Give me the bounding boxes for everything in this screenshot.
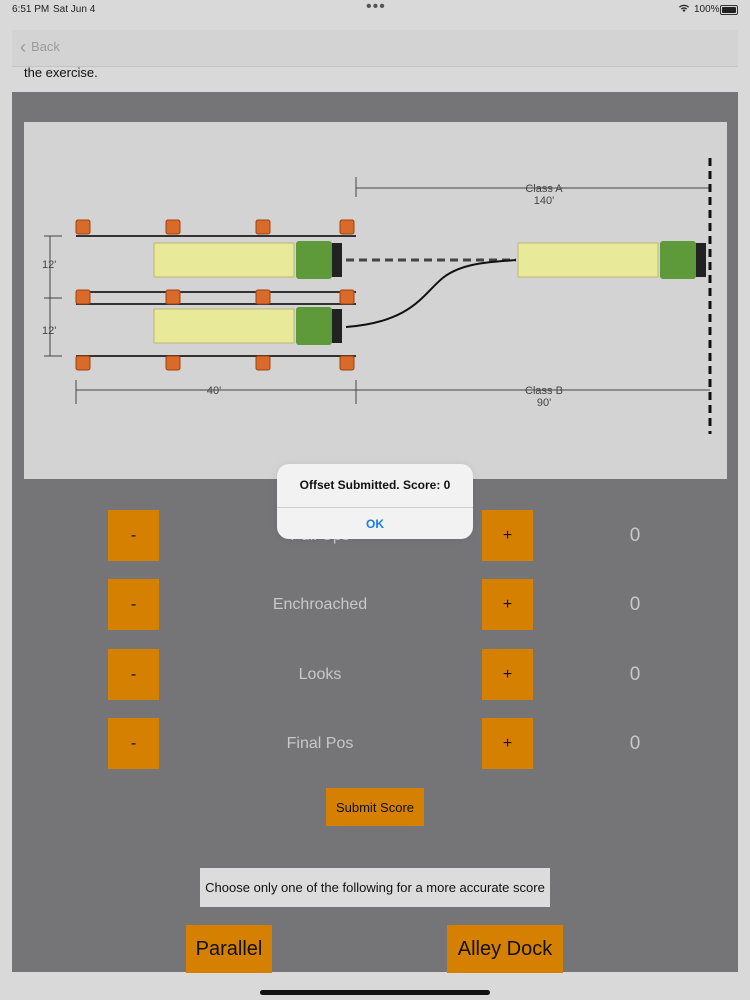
class-a-distance: 140' [534,195,554,207]
lane-width-top-label: 12' [42,259,56,271]
final-pos-label: Final Pos [286,735,354,752]
navigation-bar: ‹ Back [12,30,738,67]
lane-width-bottom-label: 12' [42,325,56,337]
offset-diagram-svg: Class A 140' [42,158,712,434]
chevron-left-icon: ‹ [20,36,26,57]
status-date: Sat Jun 4 [53,4,96,15]
parallel-button[interactable]: Parallel [186,925,272,973]
wifi-icon [678,3,690,16]
pull-ups-minus-button[interactable]: - [108,510,159,561]
battery-percent: 100% [694,4,720,15]
pull-ups-value: 0 [629,525,641,546]
length-label: 40' [207,385,221,397]
looks-label: Looks [298,666,342,683]
status-time: 6:51 PM [12,4,50,15]
submit-score-button[interactable]: Submit Score [326,788,424,826]
class-a-label: Class A [525,183,563,195]
alert-ok-button[interactable]: OK [366,516,384,531]
encroached-plus-button[interactable]: + [482,579,533,630]
encroached-value: 0 [629,594,641,615]
battery-icon [720,5,738,15]
home-indicator[interactable] [260,990,490,995]
intro-text: the exercise. [24,65,98,80]
back-label: Back [31,39,60,54]
alert-divider [277,507,473,508]
class-b-distance: 90' [537,397,551,409]
encroached-minus-button[interactable]: - [108,579,159,630]
looks-plus-button[interactable]: + [482,649,533,700]
final-pos-value: 0 [629,733,641,754]
pull-ups-plus-button[interactable]: + [482,510,533,561]
back-button[interactable]: ‹ Back [20,36,60,57]
multitasking-dots-icon[interactable]: ••• [366,0,386,15]
class-b-label: Class B [525,385,563,397]
score-alert-dialog: Offset Submitted. Score: 0 OK [277,464,473,539]
looks-value: 0 [629,664,641,685]
final-pos-plus-button[interactable]: + [482,718,533,769]
alert-message: Offset Submitted. Score: 0 [299,478,451,492]
looks-minus-button[interactable]: - [108,649,159,700]
status-bar: 6:51 PM Sat Jun 4 ••• 100% [0,0,750,20]
encroached-label: Enchroached [272,596,368,613]
offset-diagram: Class A 140' [24,122,727,479]
alley-dock-button[interactable]: Alley Dock [447,925,563,973]
final-pos-minus-button[interactable]: - [108,718,159,769]
hint-text: Choose only one of the following for a m… [200,868,550,907]
